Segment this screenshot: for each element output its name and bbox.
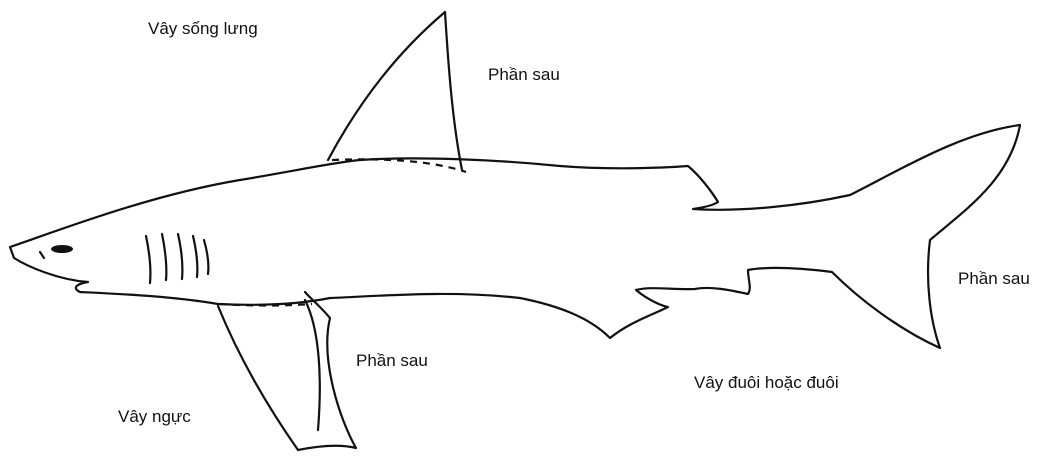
pectoral-fin-inner-edge [305, 300, 320, 430]
gill-slit [146, 236, 150, 283]
tail-rear-label: Phần sau [958, 270, 1030, 287]
gill-slit [162, 234, 166, 280]
nostril [40, 252, 44, 258]
pectoral-fin-outline [218, 292, 356, 450]
pectoral-fin-label: Vây ngực [118, 408, 191, 425]
gill-slit [204, 240, 208, 274]
eye [51, 245, 73, 253]
dorsal-fin-rear-label: Phần sau [488, 66, 560, 83]
pectoral-fin-rear-label: Phần sau [356, 352, 428, 369]
caudal-fin-label: Vây đuôi hoặc đuôi [694, 374, 839, 391]
gill-slit [193, 236, 197, 277]
gill-slit [178, 234, 182, 279]
dorsal-fin-label: Vây sống lưng [148, 20, 258, 37]
dorsal-fin-outline [328, 12, 462, 170]
